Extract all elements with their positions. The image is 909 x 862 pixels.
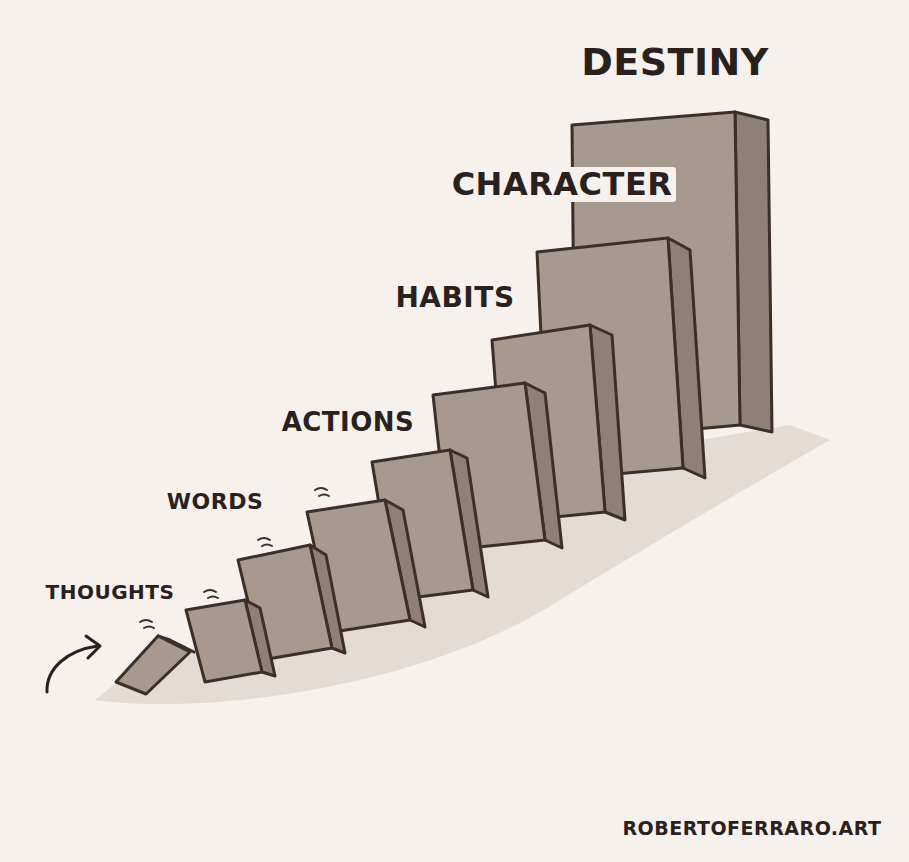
step-label: THOUGHTS <box>46 581 175 603</box>
motion-marks <box>140 488 329 628</box>
watermark: ROBERTOFERRARO.ART <box>622 818 881 839</box>
step-label: HABITS <box>395 283 514 314</box>
start-arrow <box>47 636 100 692</box>
step-label: WORDS <box>167 490 264 514</box>
dominoes <box>116 112 772 694</box>
title-label: DESTINY <box>581 42 769 84</box>
shadow <box>95 425 830 704</box>
step-label: ACTIONS <box>282 408 415 437</box>
step-label: CHARACTER <box>448 167 677 202</box>
